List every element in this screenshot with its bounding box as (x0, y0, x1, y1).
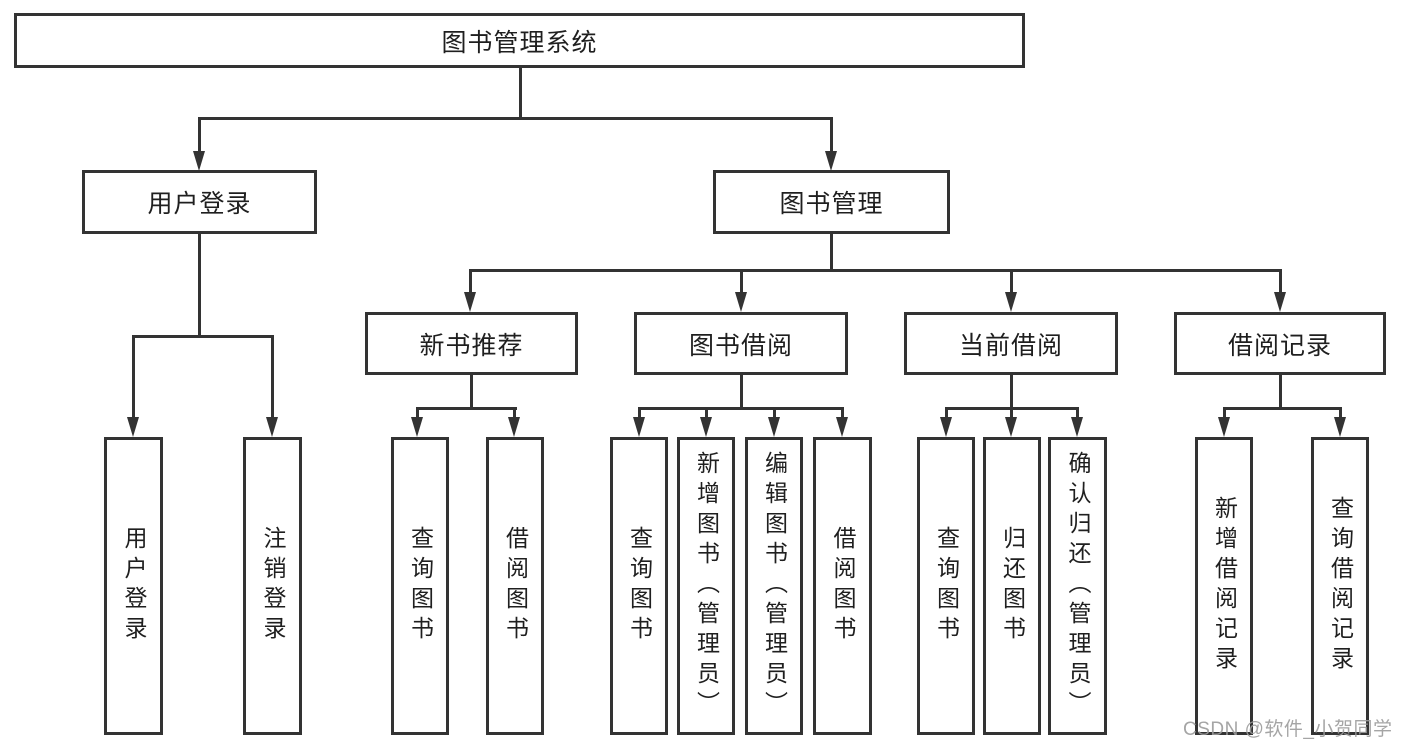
connector (468, 268, 1282, 272)
arrowhead-down-icon (265, 417, 278, 437)
node-user-login-label: 用户登录 (147, 190, 252, 218)
connector (415, 406, 517, 410)
arrowhead-down-icon (767, 417, 780, 437)
connector (840, 408, 844, 420)
arrowhead-down-icon (632, 417, 645, 437)
arrowhead-down-icon (1217, 417, 1230, 437)
arrowhead-down-icon (1070, 417, 1083, 437)
connector (512, 408, 516, 420)
connector (1338, 408, 1342, 420)
leaf-user-login: 用户登录 (104, 437, 163, 735)
connector (270, 336, 274, 420)
leaf-current-return-label: 归还图书 (999, 526, 1026, 646)
node-current-borrow-label: 当前借阅 (958, 331, 1063, 360)
arrowhead-down-icon (1004, 417, 1017, 437)
connector (772, 408, 776, 420)
leaf-new-book-query: 查询图书 (391, 437, 449, 735)
leaf-logout-label: 注销登录 (260, 526, 286, 646)
node-book-borrow-label: 图书借阅 (688, 331, 793, 360)
arrowhead-down-icon (939, 417, 952, 437)
leaf-borrow-borrow: 借阅图书 (813, 437, 872, 735)
connector (739, 375, 743, 410)
connector (1222, 406, 1342, 410)
node-book-management: 图书管理 (713, 170, 950, 234)
arrowhead-down-icon (1004, 292, 1017, 312)
connector (1009, 270, 1013, 296)
node-user-login: 用户登录 (82, 170, 317, 234)
connector (415, 408, 419, 420)
arrowhead-down-icon (126, 417, 139, 437)
leaf-current-confirm: 确认归还（管理员） (1048, 437, 1107, 735)
leaf-record-query-label: 查询借阅记录 (1327, 496, 1354, 676)
node-borrow-records-label: 借阅记录 (1227, 331, 1332, 360)
leaf-current-confirm-label: 确认归还（管理员） (1065, 451, 1091, 721)
arrowhead-down-icon (463, 292, 476, 312)
connector (469, 375, 473, 410)
node-borrow-records: 借阅记录 (1174, 312, 1386, 375)
leaf-new-book-query-label: 查询图书 (407, 526, 434, 646)
leaf-record-query: 查询借阅记录 (1311, 437, 1369, 735)
connector (197, 118, 201, 154)
arrowhead-down-icon (507, 417, 520, 437)
connector (1278, 270, 1282, 296)
connector (739, 270, 743, 296)
connector (468, 270, 472, 296)
leaf-borrow-borrow-label: 借阅图书 (830, 526, 856, 646)
arrowhead-down-icon (835, 417, 848, 437)
connector (1222, 408, 1226, 420)
connector (1278, 375, 1282, 410)
leaf-new-book-borrow: 借阅图书 (486, 437, 544, 735)
leaf-borrow-query: 查询图书 (610, 437, 668, 735)
leaf-borrow-add: 新增图书（管理员） (677, 437, 735, 735)
arrowhead-down-icon (699, 417, 712, 437)
arrowhead-down-icon (192, 151, 205, 171)
connector (637, 406, 844, 410)
connector (131, 336, 135, 420)
leaf-borrow-add-label: 新增图书（管理员） (693, 451, 720, 721)
leaf-borrow-edit: 编辑图书（管理员） (745, 437, 803, 735)
leaf-record-add-label: 新增借阅记录 (1211, 496, 1238, 676)
connector (829, 118, 833, 154)
connector (131, 334, 274, 338)
leaf-current-query-label: 查询图书 (933, 526, 960, 646)
arrowhead-down-icon (410, 417, 423, 437)
connector (944, 408, 948, 420)
leaf-borrow-query-label: 查询图书 (626, 526, 653, 646)
arrowhead-down-icon (1333, 417, 1346, 437)
watermark-text: CSDN @软件_小贺同学 (1183, 719, 1393, 740)
connector (197, 116, 833, 120)
node-current-borrow: 当前借阅 (904, 312, 1118, 375)
leaf-current-return: 归还图书 (983, 437, 1041, 735)
node-new-book-recommend-label: 新书推荐 (419, 331, 524, 360)
leaf-logout: 注销登录 (243, 437, 302, 735)
connector (197, 233, 201, 337)
arrowhead-down-icon (734, 292, 747, 312)
node-book-borrow: 图书借阅 (634, 312, 848, 375)
connector (518, 66, 522, 119)
connector (704, 408, 708, 420)
connector (1009, 408, 1013, 420)
node-new-book-recommend: 新书推荐 (365, 312, 578, 375)
leaf-new-book-borrow-label: 借阅图书 (502, 526, 529, 646)
node-book-management-label: 图书管理 (779, 190, 884, 218)
node-root-label: 图书管理系统 (441, 28, 598, 57)
node-root: 图书管理系统 (14, 13, 1025, 68)
arrowhead-down-icon (824, 151, 837, 171)
leaf-record-add: 新增借阅记录 (1195, 437, 1253, 735)
connector (637, 408, 641, 420)
connector (829, 233, 833, 272)
connector (1075, 408, 1079, 420)
leaf-user-login-label: 用户登录 (121, 526, 147, 646)
arrowhead-down-icon (1273, 292, 1286, 312)
connector (1009, 375, 1013, 410)
leaf-current-query: 查询图书 (917, 437, 975, 735)
leaf-borrow-edit-label: 编辑图书（管理员） (761, 451, 788, 721)
